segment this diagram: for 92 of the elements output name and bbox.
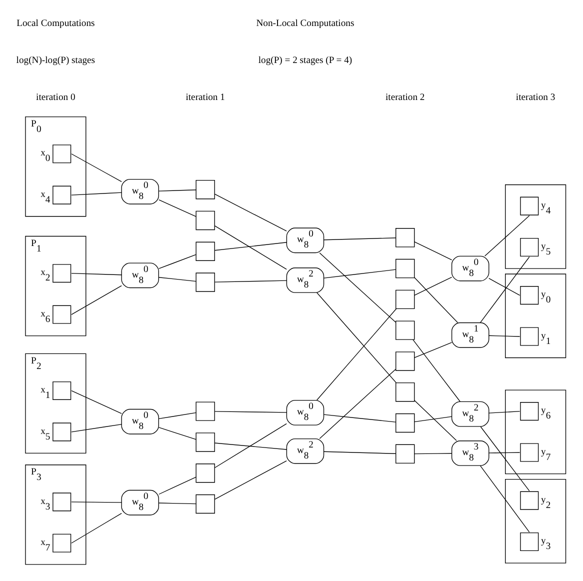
- connector: [158, 254, 196, 269]
- connector: [414, 400, 457, 441]
- node-box: [52, 144, 72, 164]
- connector: [158, 427, 196, 440]
- node-box: [52, 534, 72, 552]
- connector: [214, 194, 287, 232]
- label: iteration 3: [516, 92, 556, 104]
- node-box: [196, 242, 215, 261]
- node-box: [520, 286, 539, 305]
- label: Non-Local Computations: [256, 18, 354, 29]
- connector: [414, 416, 452, 422]
- connector: [319, 252, 396, 323]
- node-box: [520, 402, 539, 421]
- connector: [158, 412, 196, 420]
- connector: [324, 269, 396, 278]
- node-box: [396, 258, 415, 278]
- connector: [214, 460, 287, 500]
- label: iteration 1: [186, 92, 225, 104]
- connector: [414, 241, 452, 260]
- connector: [324, 451, 396, 454]
- connector: [488, 452, 520, 454]
- node-box: [196, 210, 215, 230]
- connector: [316, 308, 397, 400]
- connector: [414, 342, 452, 358]
- node-box: [52, 186, 72, 204]
- node-box: [52, 422, 72, 442]
- node-box: [196, 272, 215, 292]
- connector: [324, 238, 396, 240]
- node-box: [52, 381, 72, 400]
- connector: [158, 190, 196, 192]
- connector: [414, 453, 452, 454]
- connector: [71, 285, 122, 315]
- node-box: [196, 180, 215, 200]
- connector: [158, 277, 196, 282]
- node-box: [520, 532, 539, 552]
- node-box: [396, 228, 415, 248]
- node-box: [396, 290, 415, 310]
- connector: [414, 277, 458, 323]
- connector: [412, 339, 460, 402]
- label: iteration 2: [386, 92, 425, 104]
- node-box: [52, 264, 72, 283]
- label: log(P) = 2 stages (P = 4): [258, 55, 352, 66]
- connector: [71, 424, 122, 432]
- connector: [71, 502, 122, 503]
- cluster: [505, 184, 566, 269]
- node-box: [520, 443, 539, 462]
- node-box: [396, 413, 415, 433]
- connector: [214, 442, 287, 450]
- node-box: [52, 492, 72, 512]
- cluster: [505, 390, 566, 474]
- connector: [158, 476, 196, 495]
- connector: [480, 426, 530, 492]
- connector: [71, 390, 122, 414]
- connector: [71, 273, 122, 276]
- connector: [488, 335, 520, 337]
- node-box: [196, 464, 215, 483]
- connector: [488, 410, 520, 414]
- connector: [71, 512, 122, 544]
- node-box: [196, 432, 215, 452]
- label: log(N)-log(P) stages: [16, 55, 96, 66]
- connector: [480, 465, 530, 532]
- node-box: [396, 320, 415, 340]
- connector: [158, 502, 196, 504]
- connector: [319, 368, 396, 439]
- connector: [158, 199, 196, 217]
- connector: [414, 276, 452, 296]
- connector: [480, 256, 530, 324]
- node-box: [520, 196, 539, 216]
- node-box: [196, 402, 215, 421]
- node-box: [396, 352, 415, 371]
- connector: [71, 192, 122, 196]
- connector: [316, 292, 396, 383]
- node-box: [520, 238, 539, 257]
- connector: [71, 154, 122, 182]
- connector: [214, 225, 287, 270]
- connector: [214, 411, 287, 413]
- connector: [484, 215, 530, 256]
- cluster: [505, 478, 566, 564]
- connector: [214, 242, 287, 251]
- connector: [214, 280, 287, 282]
- connector: [488, 278, 520, 296]
- label: iteration 0: [36, 92, 76, 104]
- connector: [324, 414, 396, 422]
- node-box: [396, 444, 415, 464]
- node-box: [520, 327, 539, 346]
- node-box: [52, 305, 72, 324]
- label: Local Computations: [16, 18, 95, 29]
- connector: [214, 423, 287, 468]
- cluster: [505, 274, 566, 358]
- node-box: [196, 494, 215, 514]
- node-box: [396, 382, 415, 402]
- node-box: [520, 491, 539, 510]
